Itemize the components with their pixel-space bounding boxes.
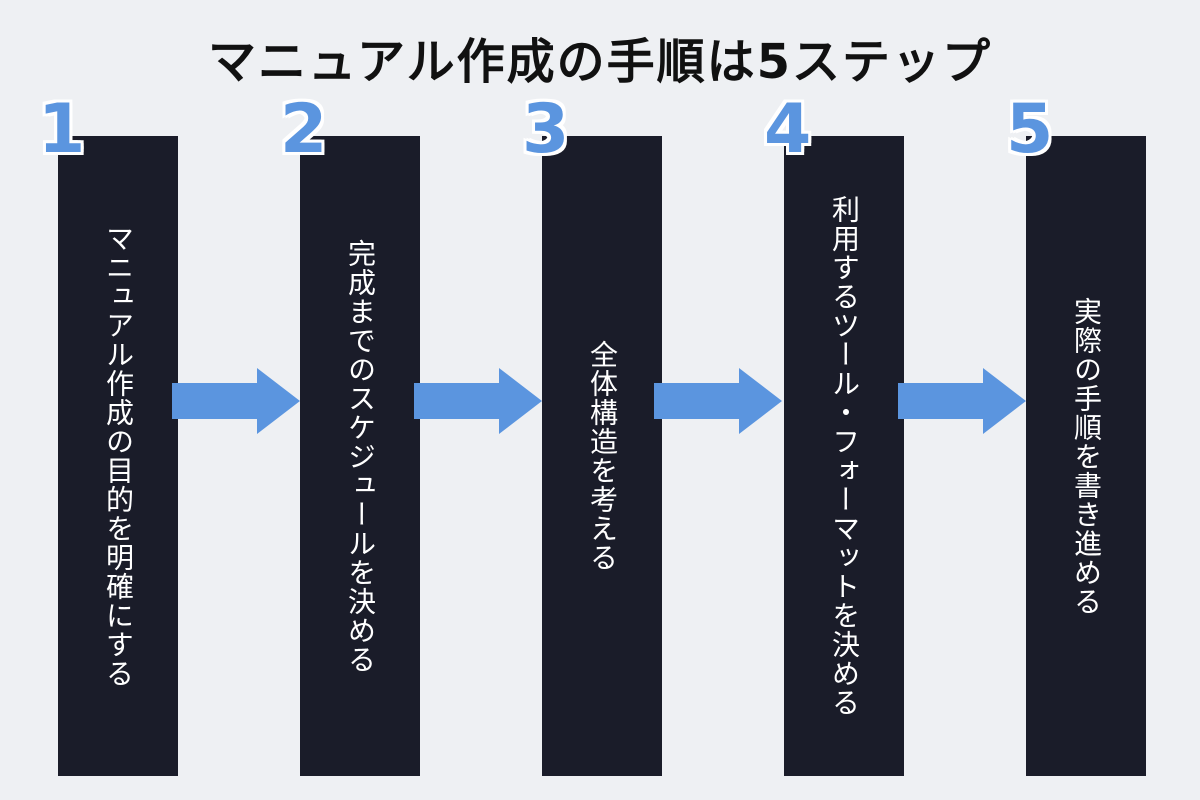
- step-number-5: 5: [1006, 90, 1054, 169]
- arrow-right-icon: [172, 368, 300, 434]
- step-label-1: マニュアル作成の目的を明確にする: [102, 224, 135, 688]
- arrow-right-icon: [898, 368, 1026, 434]
- arrow-right-icon: [414, 368, 542, 434]
- arrow-right-icon: [654, 368, 782, 434]
- step-number-4: 4: [764, 90, 812, 169]
- step-box-4: 利用するツール・フォーマットを決める: [784, 136, 904, 776]
- step-label-3: 全体構造を考える: [586, 340, 619, 572]
- page-title: マニュアル作成の手順は5ステップ: [208, 34, 992, 90]
- step-number-1: 1: [38, 90, 86, 169]
- step-number-3: 3: [522, 90, 570, 169]
- step-label-5: 実際の手順を書き進める: [1070, 296, 1103, 616]
- step-box-2: 完成までのスケジュールを決める: [300, 136, 420, 776]
- step-label-4: 利用するツール・フォーマットを決める: [828, 195, 861, 717]
- step-box-3: 全体構造を考える: [542, 136, 662, 776]
- step-label-2: 完成までのスケジュールを決める: [344, 238, 377, 674]
- step-box-1: マニュアル作成の目的を明確にする: [58, 136, 178, 776]
- step-number-2: 2: [280, 90, 328, 169]
- step-box-5: 実際の手順を書き進める: [1026, 136, 1146, 776]
